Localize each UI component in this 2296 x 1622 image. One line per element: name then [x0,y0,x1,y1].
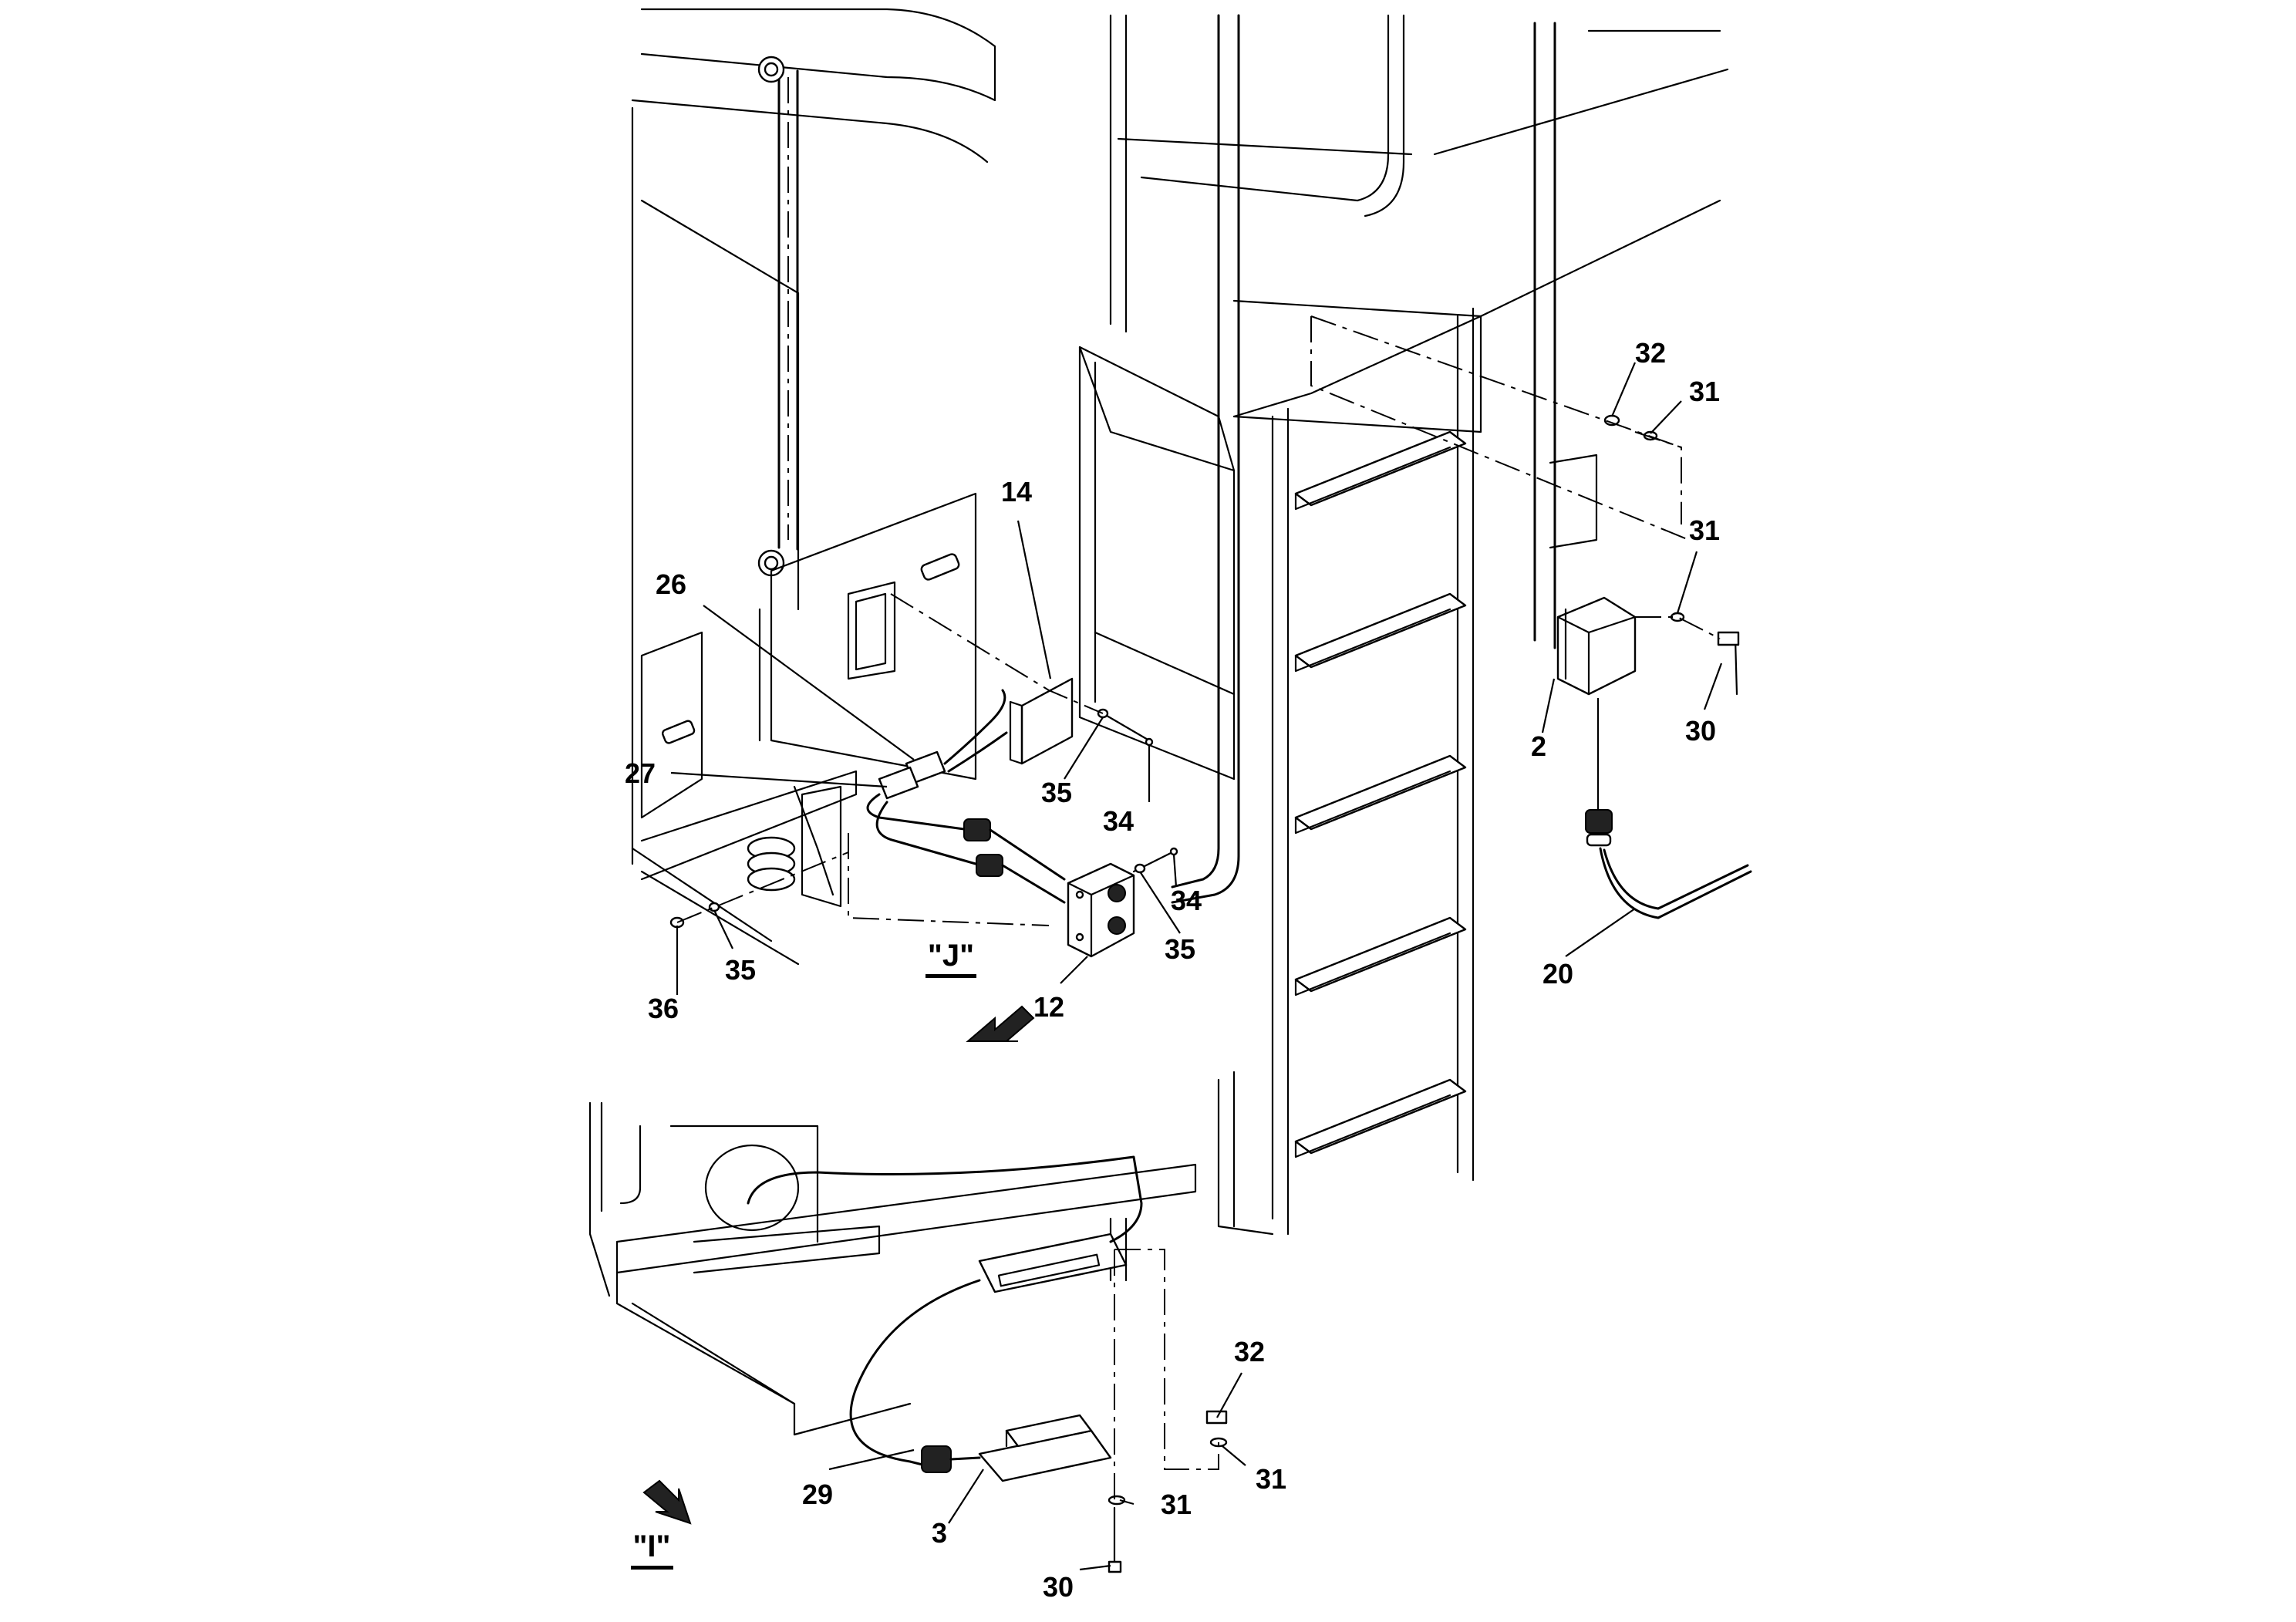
callout-26: 26 [656,568,686,600]
part-30-bolt [1717,631,1740,696]
callout-35: 35 [1041,777,1072,808]
callout-31: 31 [1689,514,1720,546]
leader-lines [670,362,1723,1571]
part-12-receptacle-box [1067,862,1135,958]
part-20-cable [1585,809,1752,919]
callout-27: 27 [625,757,656,789]
callout-14: 14 [1001,476,1032,508]
callout-31: 31 [1161,1489,1192,1520]
part-12-cable-glands [963,818,1066,904]
rear-panel [758,492,977,781]
view-i-arrow [642,1479,692,1525]
detail-view-i [588,1101,1197,1436]
callout-35: 35 [1165,933,1195,965]
callout-29: 29 [802,1479,833,1510]
callout-36: 36 [648,993,679,1024]
callout-30: 30 [1043,1571,1074,1603]
part-30-bolt [1108,1506,1122,1573]
callout-12: 12 [1033,991,1064,1023]
callout-32: 32 [1635,337,1666,369]
callout-34: 34 [1103,805,1134,837]
view-j-arrow [966,1005,1035,1042]
callout-31: 31 [1689,376,1720,407]
ladder-step-5 [1294,1078,1467,1158]
assembly-line [676,851,849,923]
assembly-line [1310,315,1682,524]
callout-34: 34 [1171,885,1202,916]
part-35-washer [708,902,720,912]
ladder-step-4 [1294,916,1467,996]
callout-35: 35 [725,954,756,986]
callout-labels: 14 26 27 35 34 34 35 36 35 12 32 31 31 2… [625,337,1720,1603]
part-2-junction-box [1556,596,1637,810]
cab-body-structure [631,8,996,966]
part-3-sensor-bracket [978,1414,1112,1482]
callout-31: 31 [1256,1463,1286,1495]
callout-32: 32 [1234,1336,1265,1367]
part-26-connector [905,689,1008,784]
ladder-step-2 [1294,592,1467,673]
ladder-step-1 [1294,430,1467,511]
lower-cab-panel [640,631,858,908]
part-29-cable [747,1155,1143,1473]
part-31-washer [1108,1495,1126,1506]
assembly-line [848,833,1050,926]
part-27-connector [866,766,977,865]
view-label-i: "I" [631,1529,673,1570]
assembly-line [1310,316,1690,541]
callout-2: 2 [1531,730,1546,762]
view-label-j: "J" [925,939,976,978]
callout-30: 30 [1685,715,1716,747]
ladder-assembly [1078,14,1729,1236]
assembly-line [1634,431,1682,448]
part-14-bracket [1009,677,1074,765]
grab-handle [757,56,799,577]
assembly-line [890,593,1104,714]
part-35-washer [1134,863,1146,874]
ladder-step-3 [1294,754,1467,835]
assembly-line [1114,1249,1219,1470]
view-label-i-text: "I" [632,1529,670,1563]
assembly-line [1635,616,1721,639]
callout-3: 3 [932,1517,947,1549]
callout-20: 20 [1542,958,1573,990]
view-label-j-text: "J" [928,939,974,973]
